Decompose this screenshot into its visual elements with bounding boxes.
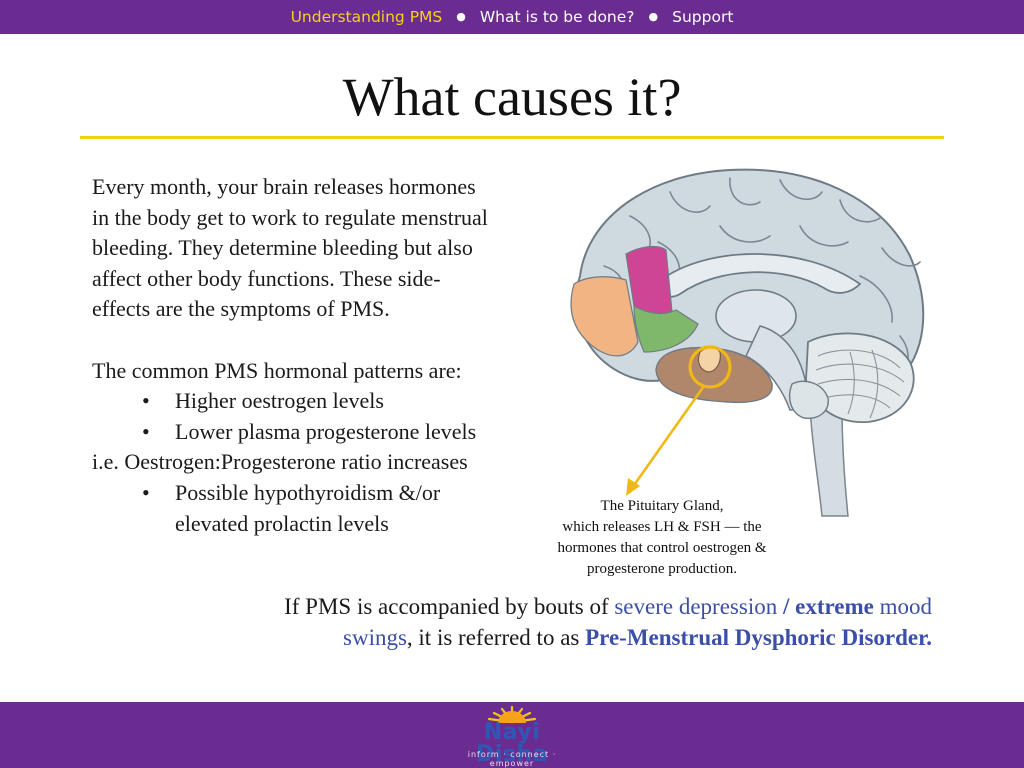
pons [788,380,829,419]
patterns-list: Higher oestrogen levels Lower plasma pro… [92,386,612,447]
ventromedial-green [633,304,699,353]
nav-item-support[interactable]: Support [672,8,734,26]
pmdd-period: . [926,625,932,650]
spinal-cord [809,405,849,517]
pmdd-text: , it is referred to as [406,625,586,650]
pmdd-slash: / [777,594,796,619]
pattern-bullet-multiline: Possible hypothyroidism &/or elevated pr… [92,478,612,539]
pattern-bullet-line: elevated prolactin levels [175,510,389,536]
pattern-bullet-line: Possible hypothyroidism &/or [175,479,441,505]
pmdd-highlight-mood: mood [873,594,932,619]
pointer-arrowhead [626,478,640,496]
nav-separator-icon: ● [456,9,466,23]
intro-line: Every month, your brain releases hormone… [92,174,476,199]
caption-line: The Pituitary Gland, [600,498,724,514]
pointer-arrow-line [630,385,706,489]
brain-sagittal-diagram [570,168,925,517]
prefrontal-orange [570,276,639,357]
caption-line: which releases LH & FSH — the [562,519,762,535]
logo-name: Nayi Disha [476,720,548,767]
title-underline [80,136,944,139]
pituitary-caption: The Pituitary Gland, which releases LH &… [520,496,804,580]
pmdd-note: If PMS is accompanied by bouts of severe… [150,591,932,653]
nav-item-understanding-pms[interactable]: Understanding PMS [290,8,443,26]
patterns-heading: The common PMS hormonal patterns are: [92,357,462,383]
pmdd-highlight-swings: swings [343,625,407,650]
pituitary-highlight-ring [688,345,732,389]
sun-rays-logo-icon [487,705,537,724]
patterns-list-extra: Possible hypothyroidism &/or elevated pr… [92,478,612,539]
nav-separator-icon: ● [648,9,659,23]
ratio-note: i.e. Oestrogen:Progesterone ratio increa… [92,449,468,475]
intro-line: effects are the symptoms of PMS. [92,296,390,322]
pmdd-text: If PMS is accompanied by bouts of [284,594,615,619]
pattern-bullet: Higher oestrogen levels [92,386,612,417]
pmdd-highlight-severe-depression: severe depression [614,594,778,619]
pmdd-highlight-disorder: Pre-Menstrual Dysphoric Disorder [585,625,927,650]
temporal-brown [655,346,773,404]
intro-line: affect other body functions. These side- [92,265,441,291]
intro-line: bleeding. They determine bleeding but al… [92,235,473,261]
page-title: What causes it? [342,67,682,127]
nav-item-what-is-to-be-done[interactable]: What is to be done? [479,8,635,26]
intro-line: in the body get to work to regulate mens… [92,204,488,230]
top-nav-bar: Understanding PMS ● What is to be done? … [0,0,1024,34]
caption-line: progesterone production. [587,561,737,577]
pmdd-highlight-extreme: extreme [795,594,874,619]
caption-line: hormones that control oestrogen & [557,540,767,556]
pattern-bullet: Lower plasma progesterone levels [92,417,612,448]
cerebellum-folia [815,349,905,419]
logo-tagline: inform · connect · empower [467,750,557,768]
body-text: Every month, your brain releases hormone… [92,172,612,539]
paragraph-gap [92,325,612,356]
corpus-callosum [655,253,862,298]
